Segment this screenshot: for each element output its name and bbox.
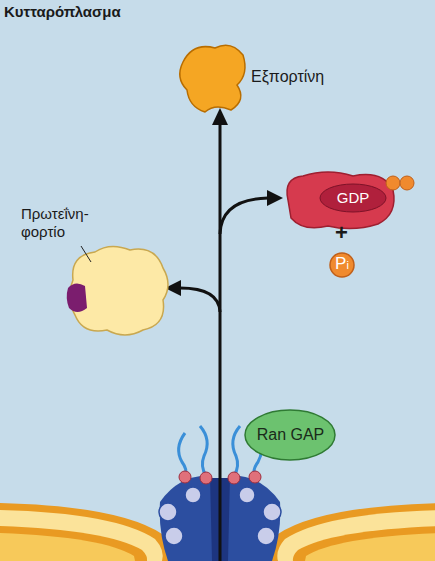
nuclear-envelope-left [0, 503, 171, 561]
membrane-core [305, 533, 435, 561]
node-text: Pi [328, 255, 356, 274]
leader-line [81, 246, 91, 262]
pore-subunit [185, 487, 201, 503]
node-text: Πρωτεΐνη- φορτίο [21, 205, 106, 241]
pore-complex-left [159, 426, 212, 561]
pore-filament [200, 426, 207, 476]
outer-membrane [0, 503, 171, 561]
region-label: Κυτταρόπλασμα [4, 3, 121, 20]
pore-ring [160, 476, 212, 561]
nuclear-envelope-right [269, 503, 435, 561]
ran-gdp: GDP [283, 168, 418, 232]
membrane-lumen [277, 510, 435, 561]
pore-filament [233, 426, 240, 476]
pore-subunit [239, 487, 255, 503]
membrane-core [0, 533, 135, 561]
gdp-ellipse [320, 184, 386, 212]
pore-cap [249, 471, 261, 483]
branch-arrow [220, 198, 268, 234]
pore-ring [228, 476, 280, 561]
inner-membrane [0, 526, 147, 561]
pore-subunit [263, 503, 281, 521]
node-text: Εξπορτίνη [251, 68, 371, 86]
membrane-lumen [0, 510, 163, 561]
phosphate: Pi [328, 251, 356, 279]
pore-subunit [257, 527, 275, 545]
phosphate-dot [400, 176, 414, 190]
phosphate-dot [386, 176, 400, 190]
node-text: Ran GAP [243, 426, 338, 444]
node-text: GDP [320, 189, 386, 207]
cargo-protein: Πρωτεΐνη- φορτίο [15, 200, 175, 340]
pore-cap [200, 472, 212, 484]
exportin: Εξπορτίνη [175, 40, 375, 115]
outer-membrane [269, 503, 435, 561]
pore-cap [179, 471, 191, 483]
branch-arrow [180, 288, 220, 312]
pore-subunit [165, 527, 183, 545]
pore-subunit [159, 503, 177, 521]
transport-arrows [165, 108, 283, 561]
arrow-head [212, 108, 228, 125]
ran-gap: Ran GAP [243, 408, 338, 463]
trunk-arrow [219, 122, 222, 561]
pore-filament [179, 433, 186, 476]
export-signal [67, 283, 87, 312]
inner-membrane [293, 526, 435, 561]
arrow-head [267, 190, 283, 206]
plus-sign: + [335, 220, 348, 246]
exportin-shape [180, 45, 245, 112]
pore-cap [228, 472, 240, 484]
